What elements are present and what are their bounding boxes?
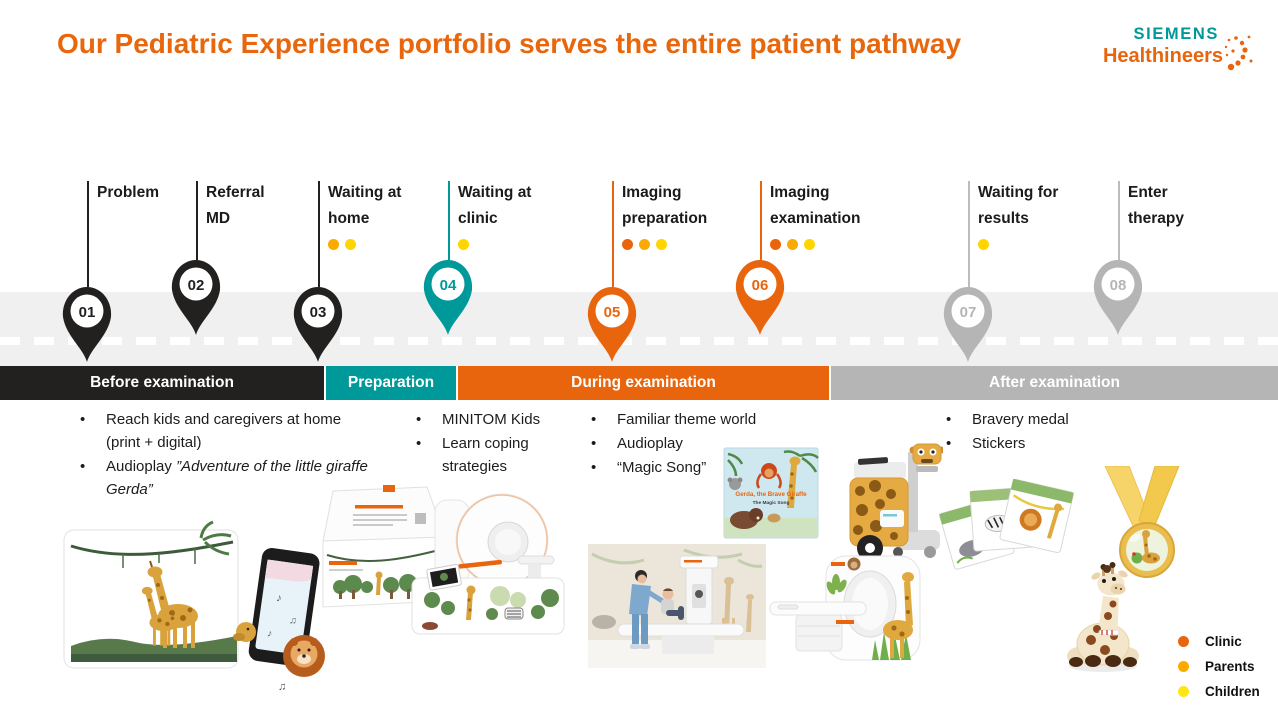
bullets-before-examination: Reach kids and caregivers at home (print… xyxy=(72,408,372,502)
band-before-examination: Before examination xyxy=(0,366,324,400)
stage-label-problem: Problem xyxy=(97,184,160,201)
image-plush-giraffe xyxy=(1067,562,1139,672)
logo-dot-swirl-icon xyxy=(1224,35,1253,71)
bullet-item: Reach kids and caregivers at home (print… xyxy=(72,408,372,454)
legend-row-children: Children xyxy=(1178,684,1260,699)
children-dot-icon xyxy=(458,239,469,250)
road-dashed-line xyxy=(0,337,1278,345)
image-mri-scanner-giraffe xyxy=(769,555,921,661)
stage-label-imaging-preparation: Imaging preparation xyxy=(622,180,742,250)
svg-text:♪: ♪ xyxy=(266,628,272,640)
logo-healthineers-text: Healthineers xyxy=(1102,45,1223,67)
bullet-item: MINITOM Kids xyxy=(408,408,558,431)
parents-dot-icon xyxy=(787,239,798,250)
stage-dots xyxy=(978,239,1083,250)
children-dot-icon xyxy=(1178,686,1189,697)
svg-text:♪: ♪ xyxy=(275,592,282,605)
parents-dot-icon xyxy=(1178,661,1189,672)
band-preparation: Preparation xyxy=(326,366,456,400)
bullets-during-examination: Familiar theme world Audioplay “Magic So… xyxy=(583,408,793,480)
logo-siemens-text: SIEMENS xyxy=(1133,25,1219,43)
svg-text:04: 04 xyxy=(440,277,457,294)
children-dot-icon xyxy=(804,239,815,250)
stage-label-imaging-examination: Imaging examination xyxy=(770,180,895,250)
svg-text:♫: ♫ xyxy=(289,615,298,627)
svg-text:08: 08 xyxy=(1110,277,1127,294)
bullet-item: Familiar theme world xyxy=(583,408,793,431)
legend-row-clinic: Clinic xyxy=(1178,634,1260,649)
bullet-item: Bravery medal xyxy=(938,408,1148,431)
image-bravery-medal xyxy=(1104,466,1180,578)
band-during-examination: During examination xyxy=(458,366,829,400)
stage-line-03 xyxy=(318,181,320,287)
clinic-dot-icon xyxy=(1178,636,1189,647)
pin-08: 08 xyxy=(1093,260,1143,335)
pin-06: 06 xyxy=(735,260,785,335)
stage-line-08 xyxy=(1118,181,1120,260)
pin-02: 02 xyxy=(171,260,221,335)
svg-text:06: 06 xyxy=(752,277,769,294)
stage-label-waiting-at-clinic: Waiting at clinic xyxy=(458,180,558,250)
svg-text:01: 01 xyxy=(79,304,96,321)
svg-text:Gerda, the Brave Giraffe: Gerda, the Brave Giraffe xyxy=(735,491,807,498)
clinic-dot-icon xyxy=(622,239,633,250)
stage-line-05 xyxy=(612,181,614,287)
stage-dots xyxy=(458,239,558,250)
bullet-item: Audioplay ”Adventure of the little giraf… xyxy=(72,455,372,501)
pin-05: 05 xyxy=(587,287,637,362)
stage-line-06 xyxy=(760,181,762,260)
svg-text:♫: ♫ xyxy=(278,681,286,693)
stage-label-enter-therapy: Enter therapy xyxy=(1128,184,1184,227)
svg-text:07: 07 xyxy=(960,304,977,321)
pin-07: 07 xyxy=(943,287,993,362)
stage-label-waiting-at-home: Waiting at home xyxy=(328,180,428,250)
stage-line-02 xyxy=(196,181,198,260)
bullet-item: “Magic Song” xyxy=(583,456,793,479)
image-sticker-sheets xyxy=(939,478,1074,570)
clinic-dot-icon xyxy=(770,239,781,250)
stage-dots xyxy=(622,239,742,250)
svg-text:02: 02 xyxy=(188,277,205,294)
image-print-jungle-card xyxy=(63,520,239,669)
stage-line-07 xyxy=(968,181,970,287)
children-dot-icon xyxy=(978,239,989,250)
stage-label-waiting-for-results: Waiting for results xyxy=(978,180,1083,250)
image-book-gerda-magic-song: Gerda, the Brave Giraffe The Magic Song xyxy=(723,447,819,539)
band-after-examination: After examination xyxy=(831,366,1278,400)
legend-row-parents: Parents xyxy=(1178,659,1260,674)
image-audioplay-app-phone: ♪ ♫ ♪ ♪ ♫ xyxy=(233,548,328,693)
bullet-item: Audioplay xyxy=(583,432,793,455)
children-dot-icon xyxy=(345,239,356,250)
stage-line-04 xyxy=(448,181,450,260)
children-dot-icon xyxy=(656,239,667,250)
pin-01: 01 xyxy=(62,287,112,362)
svg-text:The Magic Song: The Magic Song xyxy=(753,500,790,506)
bullet-item: Learn coping strategies xyxy=(408,432,558,478)
image-minitom-kids-scanner xyxy=(411,493,565,635)
legend: Clinic Parents Children xyxy=(1178,634,1260,709)
page-title: Our Pediatric Experience portfolio serve… xyxy=(57,28,962,59)
parents-dot-icon xyxy=(639,239,650,250)
pin-04: 04 xyxy=(423,260,473,335)
svg-text:05: 05 xyxy=(604,304,621,321)
stage-dots xyxy=(328,239,428,250)
image-giraffe-mobile-xray xyxy=(849,443,943,561)
bullets-after-examination: Bravery medal Stickers xyxy=(938,408,1148,456)
bullet-item: Stickers xyxy=(938,432,1148,455)
parents-dot-icon xyxy=(328,239,339,250)
image-exam-room-photo xyxy=(588,544,766,668)
stage-line-01 xyxy=(87,181,89,287)
stage-label-referral-md: Referral MD xyxy=(206,184,265,227)
svg-text:03: 03 xyxy=(310,304,327,321)
pin-03: 03 xyxy=(293,287,343,362)
image-audioplay-box xyxy=(322,485,446,608)
bullets-preparation: MINITOM Kids Learn coping strategies xyxy=(408,408,558,479)
stage-dots xyxy=(770,239,895,250)
siemens-healthineers-logo: SIEMENS Healthineers xyxy=(1093,22,1253,82)
